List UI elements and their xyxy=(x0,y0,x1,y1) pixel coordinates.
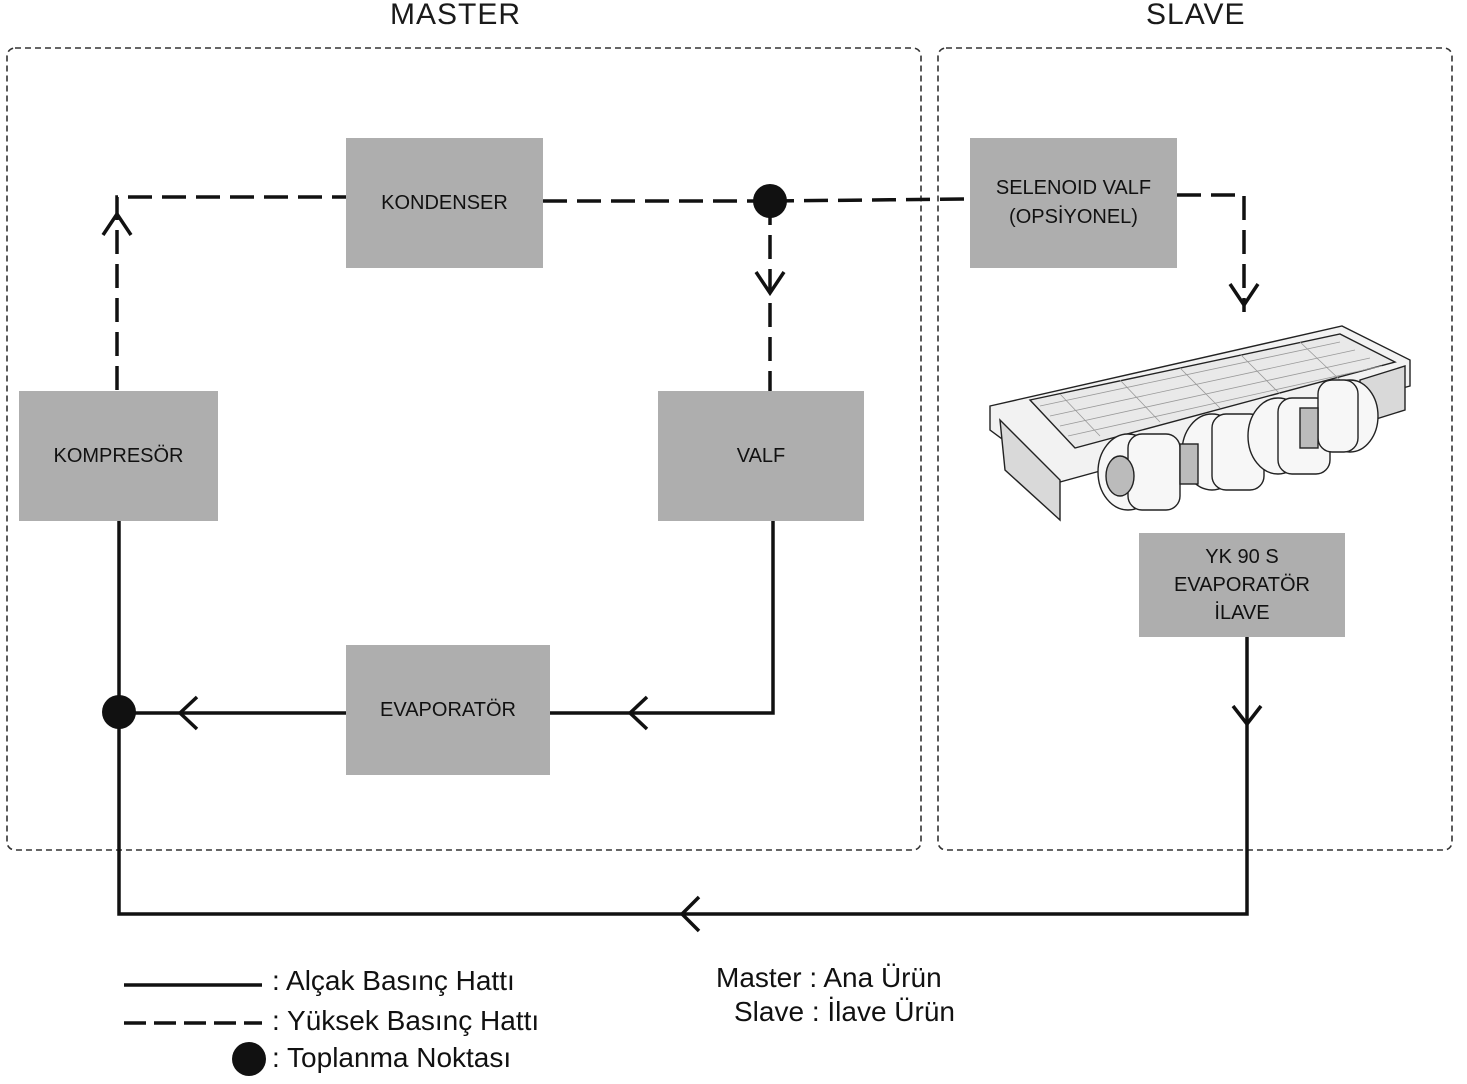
arrow-down-icon xyxy=(1228,283,1260,309)
high-line-selenoid-evaporator xyxy=(1177,193,1246,312)
arrow-up-icon xyxy=(101,210,133,236)
legend-low-pressure: : Alçak Basınç Hattı xyxy=(272,965,515,996)
junction-dot-low xyxy=(102,695,136,729)
kompresor-label: KOMPRESÖR xyxy=(53,444,184,467)
evaporator-label: EVAPORATÖR xyxy=(380,698,516,721)
yk-label-line1: YK 90 S xyxy=(1205,546,1279,568)
arrow-left-icon xyxy=(679,895,701,933)
yk-label-line2: EVAPORATÖR xyxy=(1174,574,1310,596)
kondenser-label: KONDENSER xyxy=(381,191,508,214)
low-line-return xyxy=(117,637,1249,916)
yk90s-evaporator-box: YK 90 S EVAPORATÖR İLAVE xyxy=(1139,533,1345,637)
master-region-border xyxy=(6,47,922,851)
legend-master-definition: Master : Ana Ürün xyxy=(716,962,942,993)
arrow-left-icon xyxy=(177,695,199,731)
high-line-junction-selenoid xyxy=(769,197,971,203)
arrow-down-icon xyxy=(754,271,786,297)
low-line-valf-evaporator xyxy=(550,521,775,715)
valf-box: VALF xyxy=(658,391,864,521)
high-line-kompresor-kondenser xyxy=(115,195,346,390)
kondenser-box: KONDENSER xyxy=(346,138,543,268)
yk-label-line3: İLAVE xyxy=(1214,602,1270,624)
legend-slave-definition: Slave : İlave Ürün xyxy=(734,996,955,1027)
selenoid-label-line2: (OPSİYONEL) xyxy=(1009,206,1138,228)
legend-junction-dot xyxy=(232,1042,266,1076)
slave-region-border xyxy=(937,47,1453,851)
selenoid-label-line1: SELENOID VALF xyxy=(995,177,1152,199)
arrow-left-icon xyxy=(627,695,649,731)
legend-junction: : Toplanma Noktası xyxy=(272,1042,512,1073)
valf-label: VALF xyxy=(736,444,786,467)
selenoid-valf-box: SELENOID VALF (OPSİYONEL) xyxy=(970,138,1177,268)
junction-dot-high xyxy=(753,184,787,218)
slave-title: SLAVE xyxy=(1146,0,1246,31)
arrow-down-icon xyxy=(1231,704,1263,727)
evaporator-box: EVAPORATÖR xyxy=(346,645,550,775)
legend-high-pressure: : Yüksek Basınç Hattı xyxy=(272,1005,540,1036)
evaporator-unit-illustration xyxy=(989,325,1411,522)
master-title: MASTER xyxy=(390,0,522,31)
kompresor-box: KOMPRESÖR xyxy=(19,391,218,521)
